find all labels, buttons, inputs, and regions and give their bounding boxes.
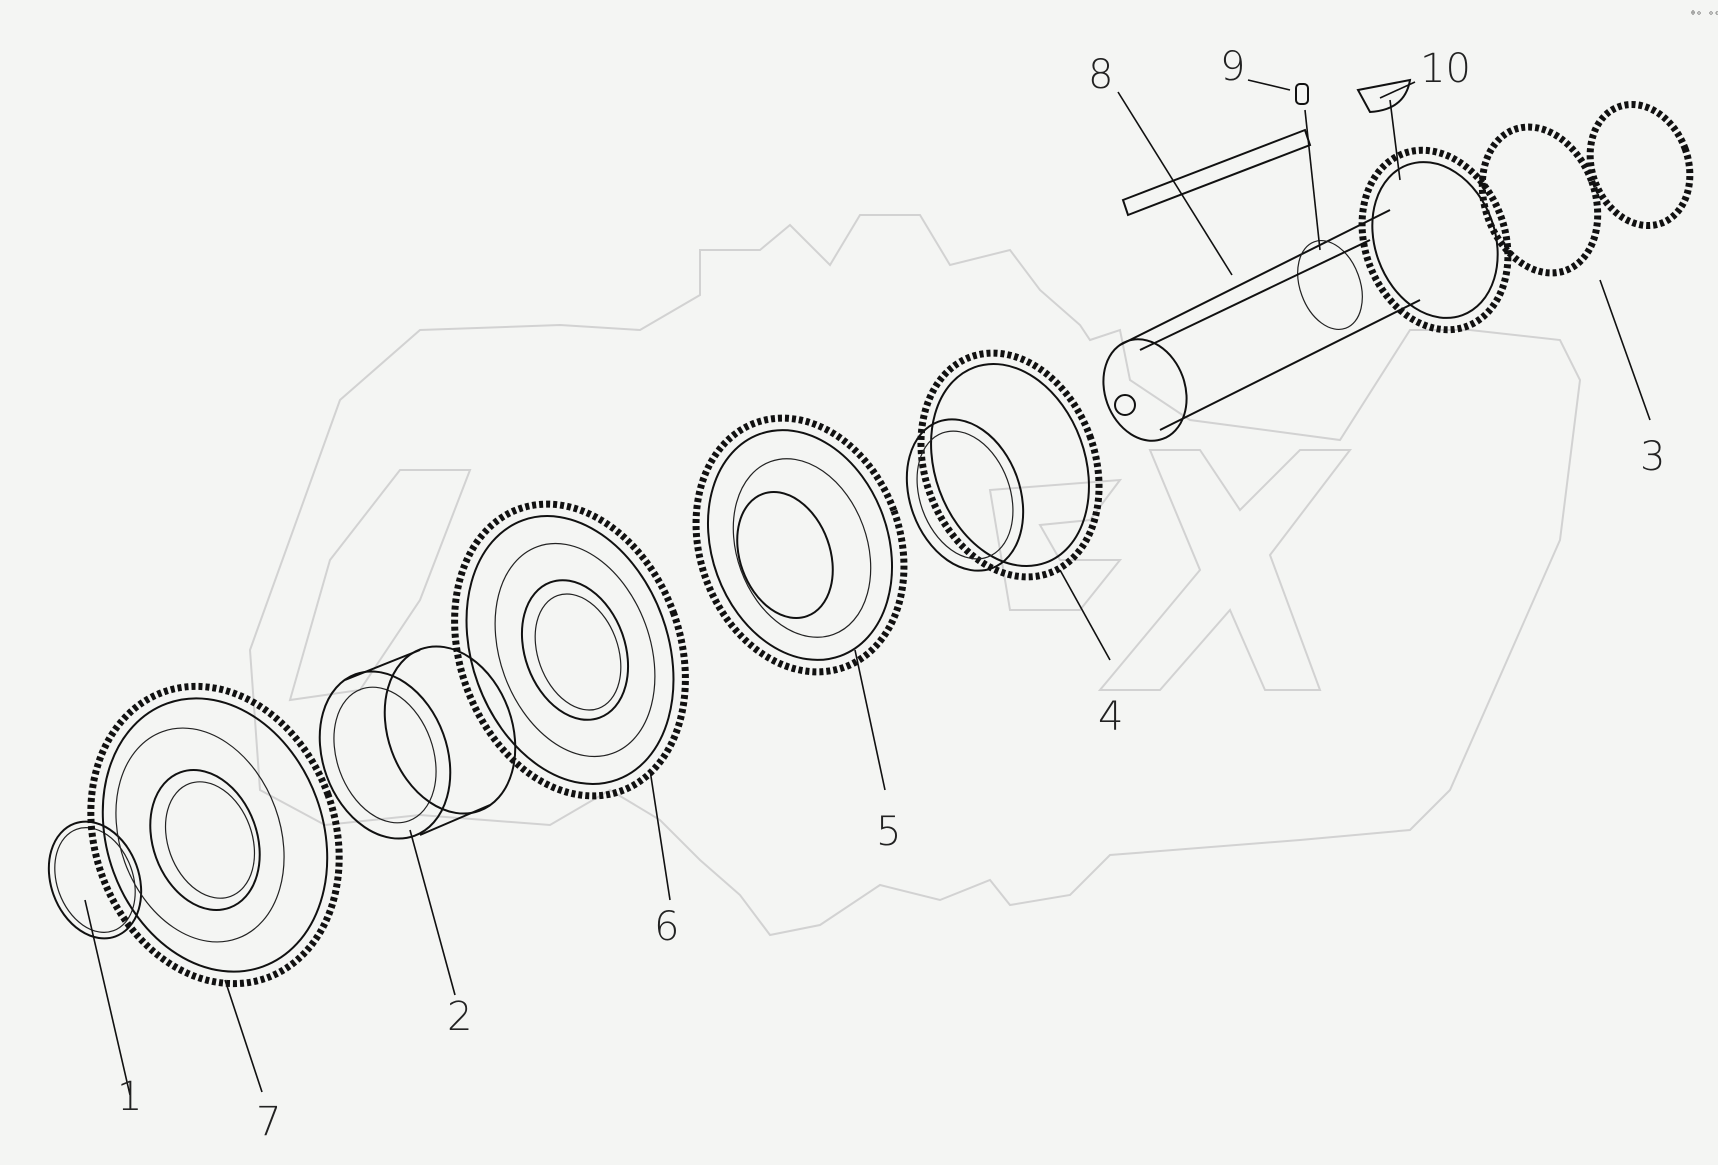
callout-8: 8 <box>1088 52 1113 98</box>
gear-shaft-3 <box>1102 100 1694 442</box>
callout-9: 9 <box>1220 44 1245 90</box>
callout-6: 6 <box>654 904 679 950</box>
woodruff-key-10 <box>1356 78 1412 114</box>
gear-5 <box>692 414 908 676</box>
corner-mark: ⁰ᵒ ᵒᵒᵒ <box>1690 10 1718 21</box>
callout-5: 5 <box>876 809 901 855</box>
callout-4: 4 <box>1098 694 1123 740</box>
callout-1: 1 <box>117 1074 142 1120</box>
callout-labels: 1 2 3 4 5 6 7 8 9 10 <box>117 44 1665 1145</box>
callout-10: 10 <box>1420 46 1471 92</box>
watermark-logo <box>248 214 1582 937</box>
callout-2: 2 <box>447 994 472 1040</box>
leader-lines <box>84 79 1651 1096</box>
spacer-sleeve-2 <box>318 645 517 840</box>
callout-7: 7 <box>256 1099 281 1145</box>
key-bar-8 <box>1121 128 1312 217</box>
pin-9 <box>1295 83 1309 105</box>
callout-3: 3 <box>1640 434 1665 480</box>
large-gear-7 <box>87 682 343 988</box>
gear-4 <box>905 349 1103 581</box>
snap-ring <box>47 820 143 940</box>
gear-6 <box>451 500 689 800</box>
